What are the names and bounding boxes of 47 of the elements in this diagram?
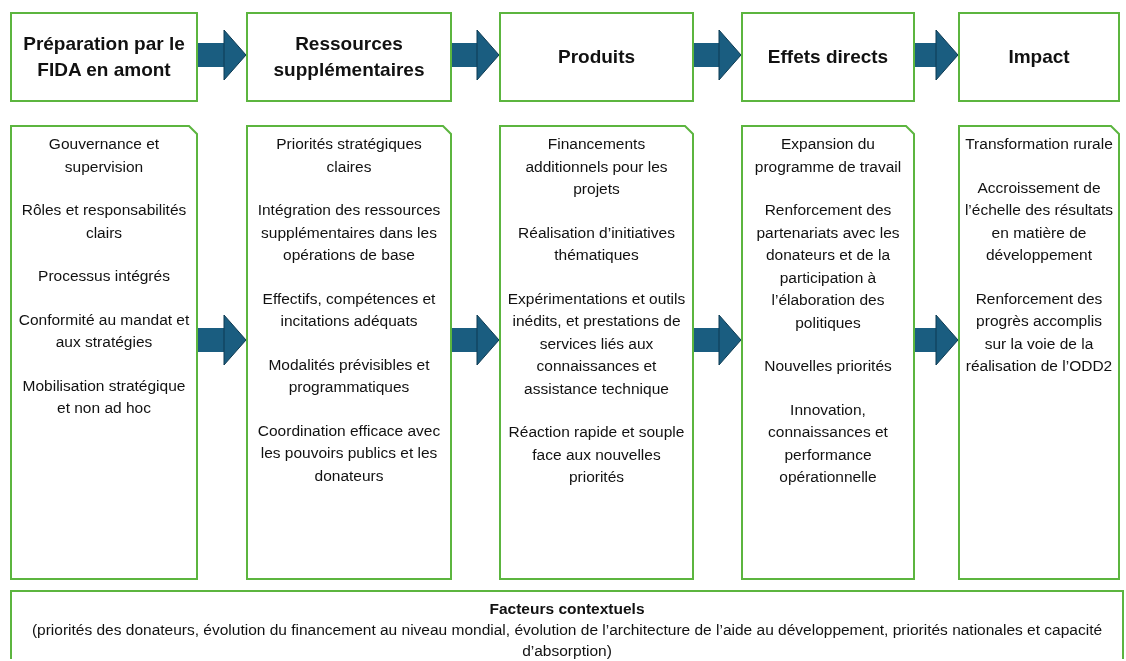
list-item: Réalisation d’initiatives thématiques [517,222,676,265]
block-arrow [198,29,247,81]
list-item: Renforcement des progrès accomplis sur la voie de la réalisation de l’ODD2 [964,288,1114,376]
list-item: Priorités stratégiques claires [275,134,423,177]
list-item: Gouvernance et supervision [47,134,161,177]
list-item: Modalités prévisibles et programmatiques [267,354,431,397]
stage-box [499,12,694,102]
list-item: Expansion du programme de travail [753,134,903,177]
context-text: (priorités des donateurs, évolution du financement au niveau mondial, évolution de l’architecture de l’aide au développement, priorités nationales et capacité d’absorption) [30,620,1104,661]
list-card [741,125,915,580]
stage-title: Ressources supplémentaires [272,32,426,82]
list-card [10,125,198,580]
list-item: Transformation rurale [965,134,1113,154]
list-item: Intégration des ressources supplémentaires dans les opérations de base [256,200,442,265]
block-arrow [452,29,500,81]
list-item: Coordination efficace avec les pouvoirs publics et les donateurs [256,420,442,486]
list-card [499,125,694,580]
list-item: Expérimentations et outils inédits, et prestations de services liés aux connaissances et assistance technique [506,288,687,399]
stage-title: Préparation par le FIDA en amont [22,32,186,82]
stage-box [10,12,198,102]
list-item: Nouvelles priorités [764,356,892,376]
list-item: Mobilisation stratégique et non ad hoc [21,375,187,418]
stage-title: Effets directs [767,45,889,69]
list-card [246,125,452,580]
list-item: Rôles et responsabilités clairs [20,200,188,243]
list-card [958,125,1120,580]
stage-title: Impact [1008,45,1070,69]
stage-title: Produits [557,45,636,69]
block-arrow [915,314,959,366]
list-item: Financements additionnels pour les projets [524,134,669,199]
block-arrow [452,314,500,366]
list-item: Processus intégrés [38,266,170,286]
block-arrow [694,29,742,81]
list-item: Renforcement des partenariats avec les donateurs et de la participation à l’élaboration des politiques [755,200,901,333]
list-item: Innovation, connaissances et performance opérationnelle [767,399,889,487]
stage-box [246,12,452,102]
stage-box [741,12,915,102]
block-arrow [694,314,742,366]
block-arrow [198,314,247,366]
list-item: Réaction rapide et souple face aux nouvelles priorités [507,422,686,487]
block-arrow [915,29,959,81]
list-item: Accroissement de l’échelle des résultats en matière de développement [964,177,1114,265]
context-title: Facteurs contextuels [489,599,645,619]
context-box [10,590,1124,659]
stage-box [958,12,1120,102]
list-item: Conformité au mandat et aux stratégies [17,309,191,352]
list-item: Effectifs, compétences et incitations adéquats [261,288,437,331]
